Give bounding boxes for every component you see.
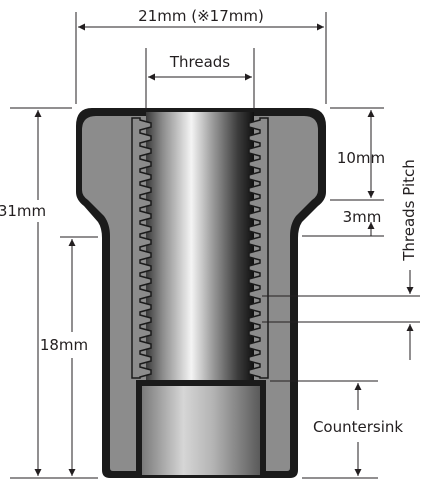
threads-label: Threads — [169, 53, 230, 71]
flange-step-label: 3mm — [343, 208, 382, 226]
thread-profile-left — [131, 117, 152, 379]
overall-width-label: 21mm (※17mm) — [138, 7, 264, 25]
threaded-bore — [146, 112, 254, 384]
thread-teeth-right — [248, 117, 269, 379]
overall-height-label: 31mm — [0, 202, 46, 220]
thread-teeth-left — [131, 117, 152, 379]
countersink-fill — [142, 386, 260, 475]
upper-height-label: 10mm — [337, 149, 385, 167]
threads-pitch-label: Threads Pitch — [400, 159, 418, 262]
countersink-label: Countersink — [313, 418, 403, 436]
lower-height-label: 18mm — [40, 336, 88, 354]
thread-profile-right — [248, 117, 269, 379]
